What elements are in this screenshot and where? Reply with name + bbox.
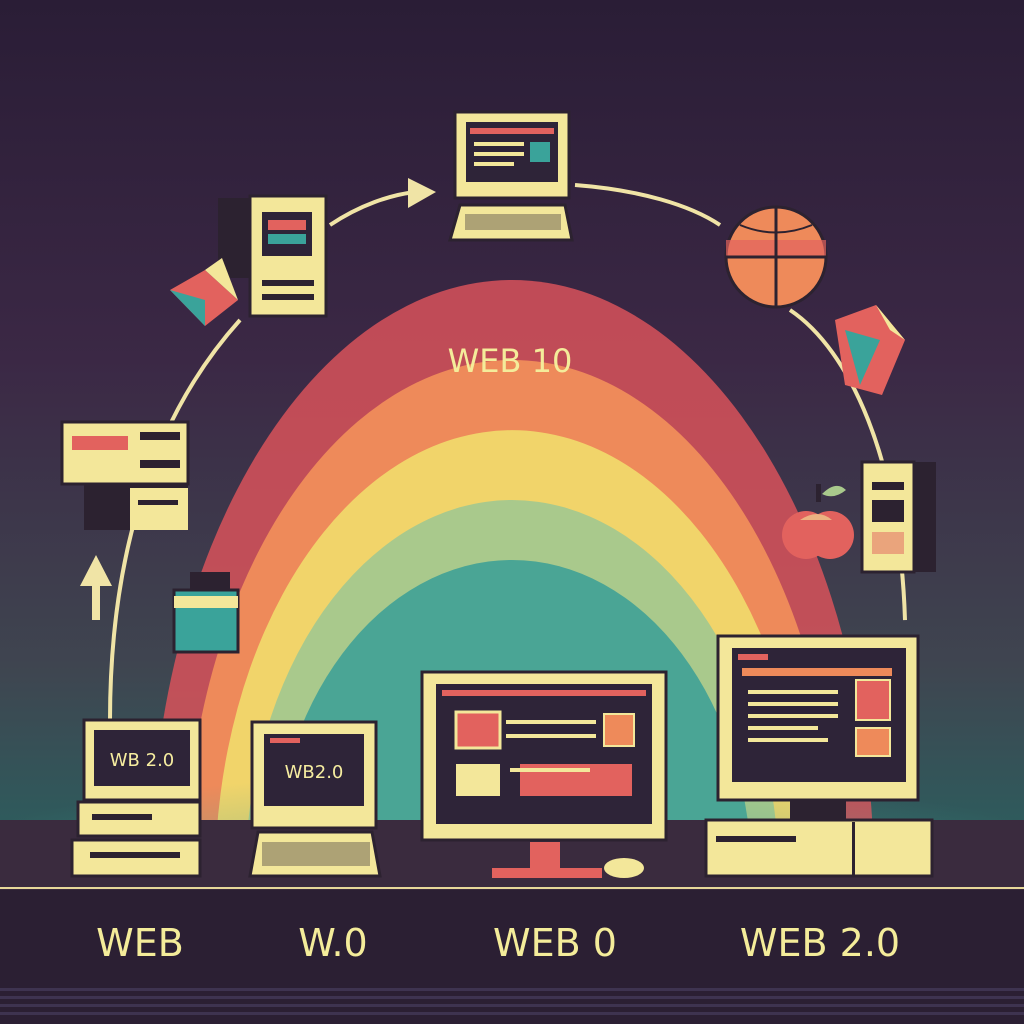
era-label-2: W.0	[298, 921, 367, 965]
printer-icon	[172, 572, 240, 654]
server-icon	[60, 420, 190, 530]
crt-monitor-icon	[704, 634, 934, 878]
server-icon	[860, 460, 936, 574]
arrow-right-icon	[408, 178, 436, 208]
paper-plane-icon	[835, 305, 905, 395]
era-label-1: WEB	[96, 921, 184, 965]
arrow-up-icon	[80, 555, 112, 620]
desktop-tower-icon	[218, 194, 328, 318]
label-band	[0, 890, 1024, 1024]
globe-icon	[724, 205, 828, 309]
paper-plane-icon	[170, 258, 238, 326]
apple-icon	[782, 484, 854, 559]
screen-text-1: WB 2.0	[110, 750, 175, 771]
crt-monitor-icon: WB 2.0	[70, 718, 202, 878]
crt-monitor-icon	[448, 110, 574, 242]
era-label-4: WEB 2.0	[740, 921, 900, 965]
arc-label: WEB 10	[448, 342, 573, 380]
era-label-3: WEB 0	[493, 921, 617, 965]
bottom-stripes	[0, 988, 1024, 1015]
screen-text-2: WB2.0	[285, 762, 344, 783]
crt-monitor-icon: WB2.0	[248, 720, 382, 878]
crt-monitor-icon	[420, 670, 668, 878]
